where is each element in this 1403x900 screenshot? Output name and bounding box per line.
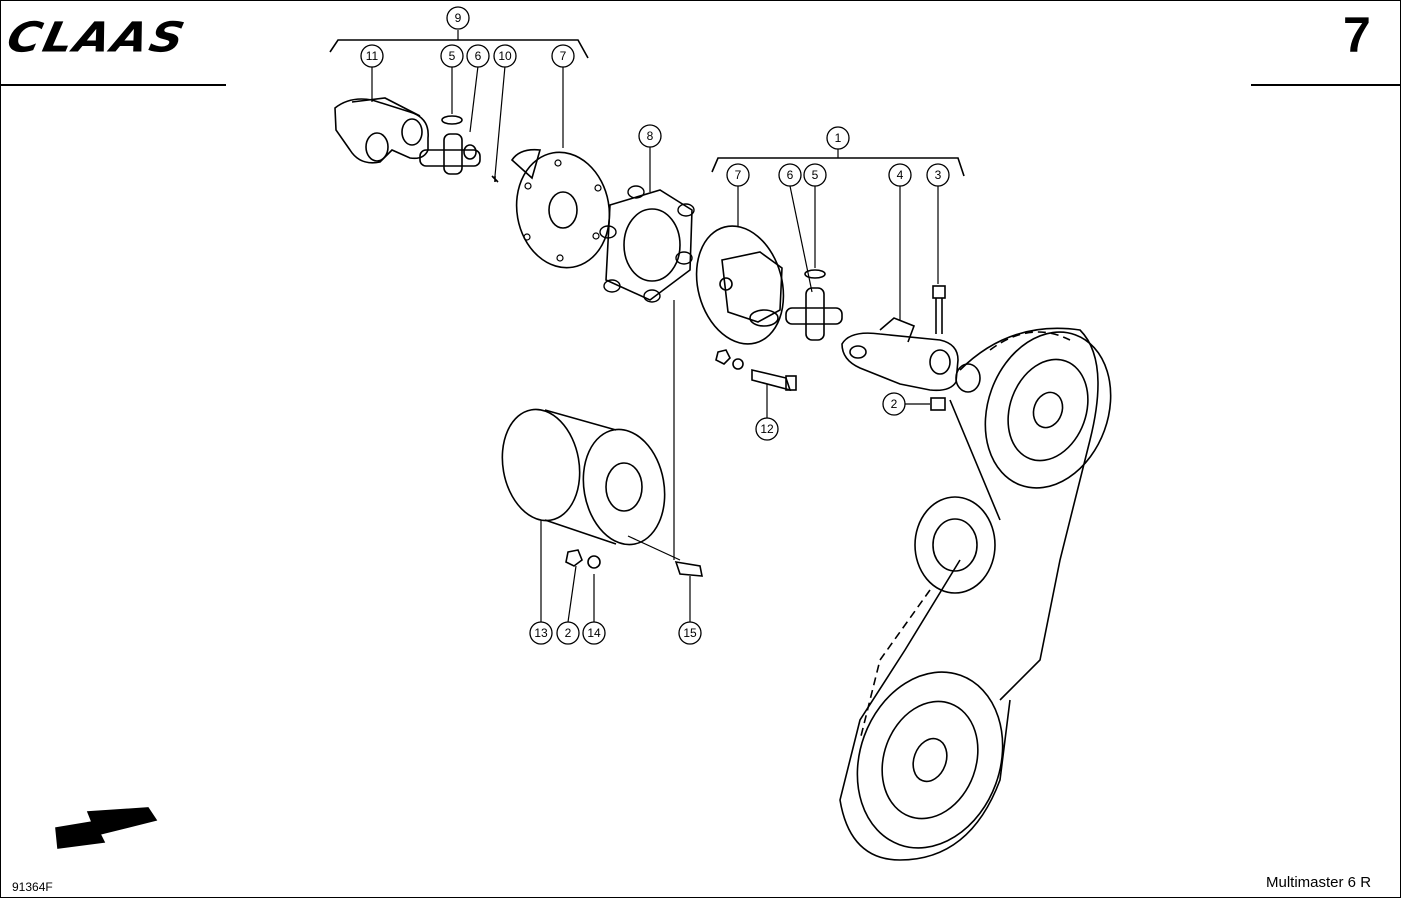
svg-text:4: 4 [897, 168, 904, 182]
callout-markers: 9 11 5 6 10 7 8 1 7 6 5 4 3 2 12 13 2 14… [360, 6, 950, 645]
svg-text:1: 1 [835, 131, 842, 145]
yoke-part [334, 97, 429, 164]
callout-13: 13 [529, 621, 553, 645]
callout-6-b: 6 [778, 163, 802, 187]
callout-1: 1 [826, 126, 850, 150]
callout-3: 3 [926, 163, 950, 187]
callout-15: 15 [678, 621, 702, 645]
direction-arrow [55, 807, 158, 849]
callout-9: 9 [446, 6, 470, 30]
svg-text:10: 10 [498, 49, 512, 63]
callout-10: 10 [493, 44, 517, 68]
bracket-group-1 [711, 157, 965, 177]
svg-text:2: 2 [891, 397, 898, 411]
svg-text:5: 5 [812, 168, 819, 182]
svg-text:7: 7 [735, 168, 742, 182]
spacer-flange [501, 408, 666, 546]
callout-8: 8 [638, 124, 662, 148]
callout-14: 14 [582, 621, 606, 645]
callout-5: 5 [440, 44, 464, 68]
callout-11: 11 [360, 44, 384, 68]
svg-text:9: 9 [455, 11, 462, 25]
callout-5-b: 5 [803, 163, 827, 187]
leader-lines [371, 30, 939, 623]
bolt-set-3 [930, 285, 946, 411]
header-rule-right [1251, 84, 1401, 86]
flange-yoke [695, 225, 785, 345]
callout-7: 7 [551, 44, 575, 68]
svg-text:7: 7 [560, 49, 567, 63]
svg-text:13: 13 [534, 626, 548, 640]
svg-text:6: 6 [475, 49, 482, 63]
svg-text:12: 12 [760, 422, 774, 436]
drawing-number: 91364F [12, 880, 53, 894]
bolt-set-15 [565, 535, 703, 577]
bolt-set-12 [715, 349, 797, 392]
universal-joint-cross-2 [785, 269, 843, 341]
flange-part [510, 148, 611, 269]
svg-text:2: 2 [565, 626, 572, 640]
svg-text:3: 3 [935, 168, 942, 182]
callout-2: 2 [882, 392, 906, 416]
svg-text:6: 6 [787, 168, 794, 182]
callout-7-b: 7 [726, 163, 750, 187]
svg-text:15: 15 [683, 626, 697, 640]
callout-6: 6 [466, 44, 490, 68]
callout-12: 12 [755, 417, 779, 441]
svg-text:11: 11 [366, 49, 379, 63]
callout-4: 4 [888, 163, 912, 187]
callout-2-b: 2 [556, 621, 580, 645]
belt-drive [839, 327, 1112, 861]
header-rule-left [0, 84, 226, 86]
page-number: 7 [1343, 7, 1371, 63]
svg-text:5: 5 [449, 49, 456, 63]
model-name: Multimaster 6 R [1266, 874, 1372, 891]
coupling-spider [599, 185, 695, 303]
svg-text:8: 8 [647, 129, 654, 143]
universal-joint-cross [419, 115, 499, 183]
svg-text:14: 14 [587, 626, 601, 640]
shaft-yoke [841, 317, 981, 393]
